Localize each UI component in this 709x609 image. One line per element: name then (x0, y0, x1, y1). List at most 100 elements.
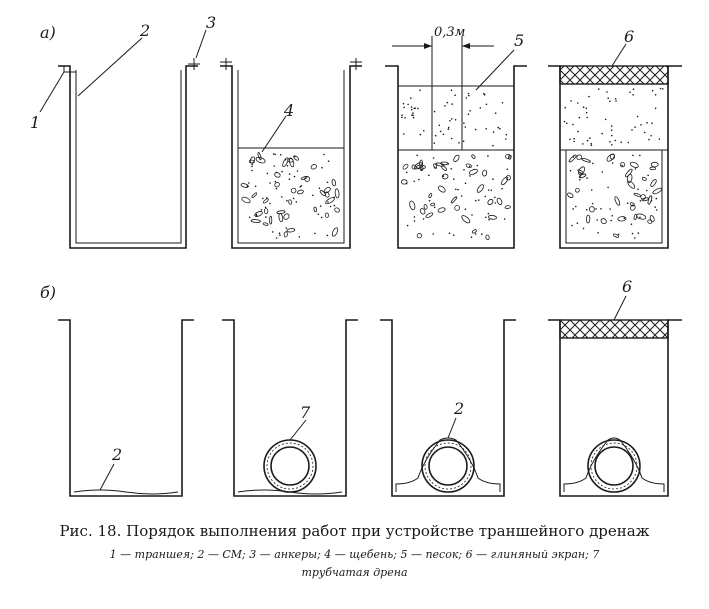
sand-dot (275, 187, 278, 190)
sand-dot (600, 208, 602, 210)
sand-dot (422, 218, 425, 220)
stone-mark (487, 199, 494, 205)
stone-mark (647, 219, 653, 224)
sand-dot (577, 130, 579, 133)
callout-2: 2 (139, 21, 150, 40)
sand-dot (586, 177, 588, 179)
figure-caption-legend-2: трубчатая дрена (301, 566, 408, 579)
sand-dot (251, 165, 253, 168)
stone-mark (331, 178, 336, 187)
sand-dot (299, 186, 302, 188)
leader-1 (39, 71, 65, 113)
sand-dot (506, 168, 509, 171)
stone-mark (461, 215, 471, 224)
sand-dot (464, 182, 467, 184)
sand-dot (248, 182, 250, 184)
sand-dot (326, 234, 329, 237)
sand-dot (468, 94, 470, 97)
sand-dot (477, 199, 480, 201)
sand-dot (418, 178, 420, 181)
sand-dot (494, 112, 497, 114)
sand-dot (455, 188, 457, 191)
stone-mark (652, 187, 663, 195)
sand-dot (467, 113, 470, 115)
sand-dot (631, 232, 634, 235)
stone-mark (269, 215, 273, 225)
stone-mark (619, 162, 626, 168)
callout-6a: 6 (624, 27, 634, 46)
sand-dot (451, 103, 454, 105)
crushed-stone-fill-a3 (400, 153, 512, 240)
stone-mark (413, 162, 423, 170)
stone-mark (282, 157, 289, 168)
leader-3 (195, 29, 207, 59)
leader-4 (261, 115, 287, 153)
sand-dot (575, 205, 577, 208)
trench-b1: 2 (58, 319, 194, 497)
stone-mark (416, 233, 422, 239)
sand-dot (285, 227, 288, 229)
stone-mark (641, 197, 650, 202)
stone-mark (600, 218, 607, 225)
sand-dot (401, 116, 403, 119)
trench-a3: 0,3м 5 (385, 25, 527, 249)
sand-dot (499, 127, 501, 130)
stone-mark (419, 159, 424, 168)
sand-dot (485, 128, 488, 130)
stone-mark (626, 173, 633, 184)
sand-dot (651, 122, 653, 124)
stone-mark (425, 212, 434, 218)
sand-dot (404, 117, 406, 119)
stone-mark (419, 208, 426, 215)
stone-mark (263, 208, 269, 214)
sand-dot (433, 110, 436, 113)
stone-mark (409, 200, 416, 211)
sand-dot (405, 182, 408, 185)
stone-mark (476, 184, 485, 193)
sand-dot (454, 119, 457, 121)
stone-mark (568, 154, 577, 163)
sand-dot (658, 138, 661, 140)
sand-dot (419, 89, 421, 91)
sand-dot (458, 142, 460, 144)
sand-dot (410, 97, 412, 99)
sand-dot (494, 202, 497, 204)
stone-mark (453, 154, 460, 163)
figure-caption-title: Рис. 18. Порядок выполнения работ при ус… (59, 522, 650, 540)
sand-dot (428, 174, 430, 176)
sand-dot (632, 154, 634, 157)
sand-dot (637, 232, 640, 234)
sand-dot (434, 134, 437, 137)
stone-mark (633, 213, 638, 220)
stone-mark (274, 181, 280, 188)
trench-b4: 6 (548, 277, 682, 497)
sand-dot (476, 164, 479, 167)
sand-dot (314, 232, 316, 235)
sand-dot (639, 154, 641, 157)
sand-dot (406, 171, 408, 174)
sand-dot (274, 180, 277, 183)
sand-fill-a3 (401, 89, 508, 147)
sand-dot (423, 130, 425, 132)
sand-dot (595, 208, 597, 210)
sand-dot (585, 111, 588, 114)
sand-dot (631, 129, 633, 131)
sand-dot (598, 88, 600, 90)
sand-dot (655, 197, 658, 200)
sand-dot (442, 133, 445, 136)
sand-dot (592, 202, 594, 205)
sand-dot (279, 154, 282, 156)
sand-dot (648, 138, 650, 141)
clay-screen-a4 (559, 65, 669, 85)
sand-dot (312, 194, 314, 197)
sand-dot (606, 91, 608, 93)
sand-dot (463, 169, 465, 171)
sand-dot (413, 216, 416, 218)
stone-mark (465, 163, 472, 169)
sand-dot (272, 153, 275, 155)
sand-dot (659, 87, 662, 90)
trench-a4: 6 (548, 27, 682, 249)
sand-dot (582, 106, 585, 108)
stone-mark (416, 164, 426, 170)
sand-dot (457, 188, 459, 191)
